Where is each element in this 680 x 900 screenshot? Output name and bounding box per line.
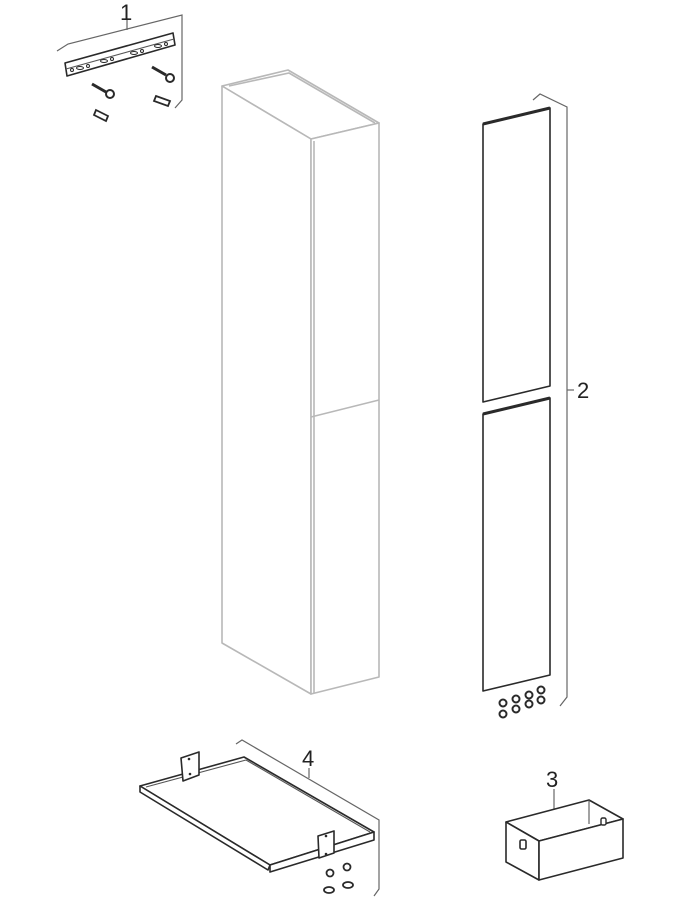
box-handle-cutout [600,817,607,826]
part-3-label: 3 [546,767,558,792]
tall-cabinet [221,69,380,695]
upper-door [482,107,551,403]
shelf-bracket [317,830,335,859]
cabinet-side [221,85,312,695]
screw-icon [151,65,175,83]
shelf-screws [323,862,354,894]
wall-plug-icon [92,108,110,123]
part-1-mounting-kit: 1 [56,0,183,123]
part-1-bracket [56,14,183,109]
shelf-bracket [180,751,200,782]
part-3-box: 3 [505,767,624,881]
part-4-label: 4 [302,746,314,771]
part-2-label: 2 [577,378,589,403]
box-handle-cutout [519,839,527,850]
part-1-label: 1 [120,0,132,25]
part-2-doors: 2 [482,93,589,719]
door-split-line [310,399,380,418]
fixing-pins [498,685,546,719]
box-front [538,818,624,881]
wall-plug-icon [152,94,172,108]
lower-door [482,397,551,692]
part-2-bracket [532,93,568,707]
part-4-shelf: 4 [139,739,380,897]
screw-icon [91,82,115,99]
part-4-bracket [235,739,380,897]
